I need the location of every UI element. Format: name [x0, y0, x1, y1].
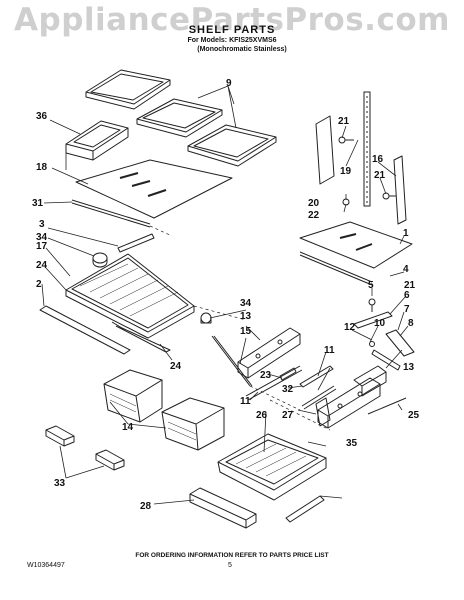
callout-31: 31 [32, 198, 44, 209]
part-trim-31 [71, 199, 151, 228]
callout-11-lower: 11 [240, 396, 251, 407]
callout-21-middle: 21 [374, 170, 386, 181]
part-crisper-drawer-14-upper [103, 369, 163, 423]
part-bracket-23 [279, 367, 297, 381]
callout-7: 7 [404, 304, 410, 315]
part-rod-25 [367, 397, 407, 415]
part-slide-support-13 [237, 327, 301, 379]
diagram-title: SHELF PARTS [188, 24, 276, 36]
callout-24-lower: 24 [170, 361, 182, 372]
callout-32: 32 [282, 384, 294, 395]
part-clip-10 [369, 341, 375, 347]
watermark: AppliancePartsPros.com [14, 2, 450, 38]
callout-24-left: 24 [36, 260, 48, 271]
callout-36: 36 [36, 111, 48, 122]
part-rail-11b [301, 385, 337, 410]
finish-line: (Monochromatic Stainless) [197, 46, 287, 53]
callout-15: 15 [240, 326, 252, 337]
ordering-note: FOR ORDERING INFORMATION REFER TO PARTS … [135, 552, 329, 559]
part-bracket-32 [299, 365, 334, 388]
callout-4: 4 [403, 264, 409, 275]
callout-34-left: 34 [36, 232, 48, 243]
callout-27: 27 [282, 410, 294, 421]
part-knob-34 [92, 252, 108, 268]
callout-23: 23 [260, 370, 272, 381]
part-screw-21-c [368, 298, 376, 312]
callout-2: 2 [36, 279, 42, 290]
callout-labels: 1 2 3 4 5 6 7 8 9 10 11 11 12 13 13 14 1… [32, 78, 420, 512]
model-line: For Models: KFIS25XVMS6 [187, 37, 277, 44]
callout-18: 18 [36, 162, 48, 173]
part-trim-4 [299, 251, 373, 286]
callout-12: 12 [344, 322, 356, 333]
part-vertical-rail-19 [363, 91, 371, 207]
part-slide-rail-24 [111, 321, 171, 353]
callout-14: 14 [122, 422, 134, 433]
callout-25: 25 [408, 410, 420, 421]
callout-26: 26 [256, 410, 268, 421]
part-shelf-top-left [85, 69, 171, 110]
part-rail-11 [245, 365, 303, 401]
callout-leader-lines [41, 85, 409, 505]
part-shelf-top-right [187, 124, 277, 167]
part-bracket-6 [353, 311, 393, 329]
callout-10: 10 [374, 318, 386, 329]
callout-11-upper: 11 [324, 345, 335, 356]
page-number: 5 [228, 562, 232, 569]
callout-19: 19 [340, 166, 352, 177]
part-rail-3 [117, 233, 155, 253]
callout-34-right: 34 [240, 298, 252, 309]
callout-8: 8 [408, 318, 414, 329]
callout-22: 22 [308, 210, 320, 221]
callout-1: 1 [403, 228, 409, 239]
part-meat-pan-26 [217, 433, 327, 501]
part-crisper-cover-17 [65, 253, 195, 339]
part-glass-shelf-1 [299, 221, 413, 269]
callout-9: 9 [226, 78, 232, 89]
callout-5: 5 [368, 280, 374, 291]
callout-28: 28 [140, 501, 152, 512]
part-drawer-front-33-a [45, 425, 75, 447]
part-shelf-top-middle [136, 98, 223, 138]
part-crisper-drawer-14-lower [161, 397, 225, 451]
part-screw-21-a [338, 136, 354, 144]
part-pan-front-28 [189, 487, 257, 529]
callout-6: 6 [404, 290, 410, 301]
document-number: W10364497 [27, 562, 65, 569]
callout-33: 33 [54, 478, 66, 489]
part-front-trim-2 [39, 305, 131, 355]
part-knob-34-right [200, 312, 212, 324]
callout-35: 35 [346, 438, 358, 449]
callout-20: 20 [308, 198, 320, 209]
callout-17: 17 [36, 241, 48, 252]
part-bracket-20 [315, 115, 335, 185]
callout-16: 16 [372, 154, 384, 165]
callout-13-right: 13 [403, 362, 415, 373]
part-bracket-27 [315, 397, 331, 427]
part-bracket-8 [385, 329, 415, 357]
part-drawer-front-33-b [95, 449, 125, 471]
part-slide-support-13-right [353, 365, 387, 397]
part-clip-12 [371, 349, 401, 371]
diagram-header: SHELF PARTS For Models: KFIS25XVMS6 (Mon… [0, 24, 464, 54]
callout-13-left: 13 [240, 311, 252, 322]
part-rod-15 [211, 335, 253, 387]
assembly-guide-lines [149, 225, 331, 431]
callout-21-lower: 21 [404, 280, 416, 291]
part-screw-21-b [382, 192, 396, 200]
part-tray-36 [65, 120, 129, 161]
part-slide-frame-26 [317, 377, 381, 429]
callout-21-top: 21 [338, 116, 350, 127]
part-rail-35 [285, 495, 325, 523]
part-glass-shelf-18 [75, 159, 233, 219]
callout-3: 3 [39, 219, 45, 230]
part-bracket-16 [393, 155, 407, 225]
